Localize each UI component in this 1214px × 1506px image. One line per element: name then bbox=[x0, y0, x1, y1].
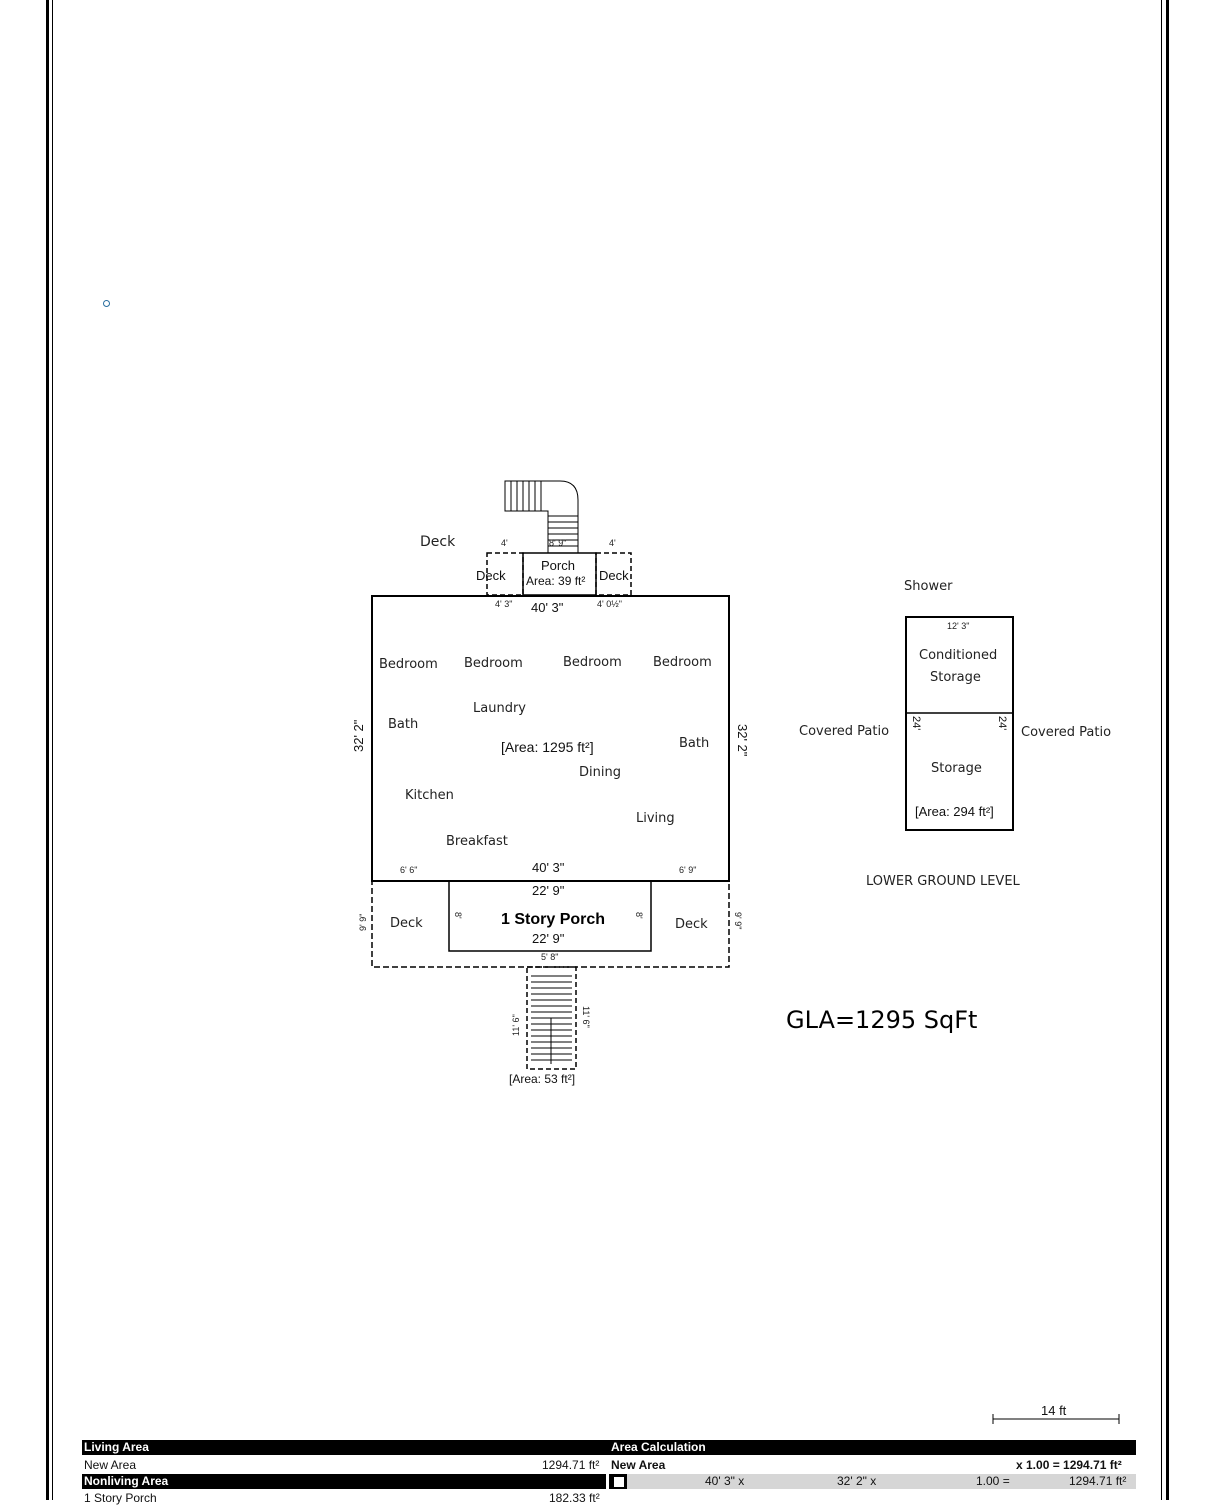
label-porch-top-area: Area: 39 ft² bbox=[526, 574, 585, 588]
label-bath-right: Bath bbox=[679, 736, 709, 751]
calc-dim-2: 32' 2" x bbox=[837, 1474, 877, 1488]
area-calc-header: Area Calculation bbox=[611, 1440, 706, 1454]
page-border-left-inner bbox=[52, 0, 53, 1500]
dim-lower-height-right: 24' bbox=[996, 716, 1008, 730]
dim-deck-left-width: 6' 6" bbox=[400, 865, 417, 875]
label-bedroom-1: Bedroom bbox=[379, 657, 438, 672]
label-laundry: Laundry bbox=[473, 701, 526, 716]
bottom-deck bbox=[371, 880, 730, 968]
label-dining: Dining bbox=[579, 765, 621, 780]
label-bedroom-4: Bedroom bbox=[653, 655, 712, 670]
label-conditioned: Conditioned bbox=[919, 648, 997, 663]
label-deck-bottom-left: Deck bbox=[390, 916, 423, 931]
dim-small-deck-left-w: 4' bbox=[501, 538, 508, 548]
dim-lower-width: 12' 3" bbox=[947, 621, 969, 631]
label-deck-top: Deck bbox=[420, 534, 456, 550]
dim-deck-depth-left: 9' 9" bbox=[358, 914, 368, 931]
bottom-stair-icon bbox=[526, 966, 577, 1070]
label-bedroom-2: Bedroom bbox=[464, 656, 523, 671]
label-main-area: [Area: 1295 ft²] bbox=[501, 739, 594, 755]
table-header-row: Living Area Area Calculation bbox=[82, 1440, 1136, 1455]
label-gla: GLA=1295 SqFt bbox=[786, 1006, 977, 1034]
calc-factor: 1.00 = bbox=[976, 1474, 1010, 1488]
label-bedroom-3: Bedroom bbox=[563, 655, 622, 670]
calc-row-grey bbox=[627, 1474, 1136, 1489]
calc-checkbox-icon bbox=[613, 1474, 625, 1489]
dim-porch-side-left: 8' bbox=[453, 912, 463, 919]
label-deck-right-small: Deck bbox=[599, 568, 629, 583]
lower-level-building bbox=[905, 616, 1014, 831]
calc-result: 1294.71 ft² bbox=[1069, 1474, 1127, 1488]
table-row: Nonliving Area 40' 3" x 32' 2" x 1.00 = … bbox=[82, 1474, 1136, 1489]
dim-lower-height-left: 24' bbox=[910, 716, 922, 730]
dim-bottom-width: 40' 3" bbox=[532, 860, 565, 875]
label-porch-top: Porch bbox=[541, 558, 575, 573]
dim-porch-width-bottom: 22' 9" bbox=[532, 931, 565, 946]
label-deck-bottom-right: Deck bbox=[675, 917, 708, 932]
nonliving-header-bg: Nonliving Area bbox=[82, 1474, 606, 1489]
page-border-right bbox=[1166, 0, 1169, 1500]
nonliving-header: Nonliving Area bbox=[84, 1474, 169, 1488]
top-deck-right bbox=[595, 552, 632, 596]
label-lower-ground: LOWER GROUND LEVEL bbox=[866, 874, 1021, 889]
label-shower: Shower bbox=[904, 579, 953, 594]
dim-stair-width: 5' 8" bbox=[541, 952, 558, 962]
label-deck-left-small: Deck bbox=[476, 568, 506, 583]
floor-plan: Deck Deck Deck Porch Area: 39 ft² Bedroo… bbox=[351, 480, 1120, 1424]
new-area-value: 1294.71 ft² bbox=[542, 1458, 600, 1472]
label-covered-patio-right: Covered Patio bbox=[1021, 725, 1111, 740]
scale-bar bbox=[992, 1414, 1120, 1424]
label-bath-left: Bath bbox=[388, 717, 418, 732]
label-storage: Storage bbox=[931, 761, 982, 776]
label-breakfast: Breakfast bbox=[446, 834, 508, 849]
calc-dim-1: 40' 3" x bbox=[705, 1474, 745, 1488]
new-area-label: New Area bbox=[84, 1458, 137, 1472]
label-kitchen: Kitchen bbox=[405, 788, 454, 803]
dim-deck-right-width: 6' 9" bbox=[679, 865, 696, 875]
label-scale: 14 ft bbox=[1041, 1403, 1067, 1418]
dim-small-deck-side-right: 4' 0½" bbox=[597, 599, 622, 609]
label-covered-patio-left: Covered Patio bbox=[799, 724, 889, 739]
label-living: Living bbox=[636, 811, 675, 826]
dim-deck-depth-right: 9' 9" bbox=[733, 912, 743, 929]
label-storage-upper: Storage bbox=[930, 670, 981, 685]
label-story-porch: 1 Story Porch bbox=[501, 911, 605, 928]
dim-right-height: 32' 2" bbox=[735, 724, 750, 757]
dim-porch-width-top: 22' 9" bbox=[532, 883, 565, 898]
dim-porch-top-w: 8' 9" bbox=[549, 538, 566, 548]
dim-porch-side-right: 8' bbox=[634, 912, 644, 919]
porch-label: 1 Story Porch bbox=[84, 1491, 157, 1505]
table-row: New Area 1294.71 ft² New Area x 1.00 = 1… bbox=[82, 1458, 1136, 1473]
dim-small-deck-side-left: 4' 3" bbox=[495, 599, 512, 609]
porch-value: 182.33 ft² bbox=[549, 1491, 600, 1505]
living-area-header: Living Area bbox=[84, 1440, 149, 1454]
dim-small-deck-right-w: 4' bbox=[609, 538, 616, 548]
calc-new-area: New Area bbox=[611, 1458, 666, 1472]
dim-left-height: 32' 2" bbox=[351, 719, 366, 752]
page-border-left bbox=[46, 0, 49, 1500]
top-stair-icon bbox=[504, 480, 579, 554]
dim-top-width: 40' 3" bbox=[531, 600, 564, 615]
dim-stair-length-left: 11' 6" bbox=[511, 1014, 521, 1036]
story-porch-box bbox=[448, 880, 652, 952]
dim-stair-length-right: 11' 6" bbox=[581, 1006, 591, 1028]
label-storage-area: [Area: 294 ft²] bbox=[915, 804, 994, 819]
calc-multiplier: x 1.00 = 1294.71 ft² bbox=[1016, 1458, 1122, 1472]
page-border-right-inner bbox=[1161, 0, 1162, 1500]
label-stair-area: [Area: 53 ft²] bbox=[509, 1072, 575, 1086]
anchor-marker-icon bbox=[103, 300, 110, 307]
table-row: 1 Story Porch 182.33 ft² bbox=[82, 1491, 1136, 1506]
